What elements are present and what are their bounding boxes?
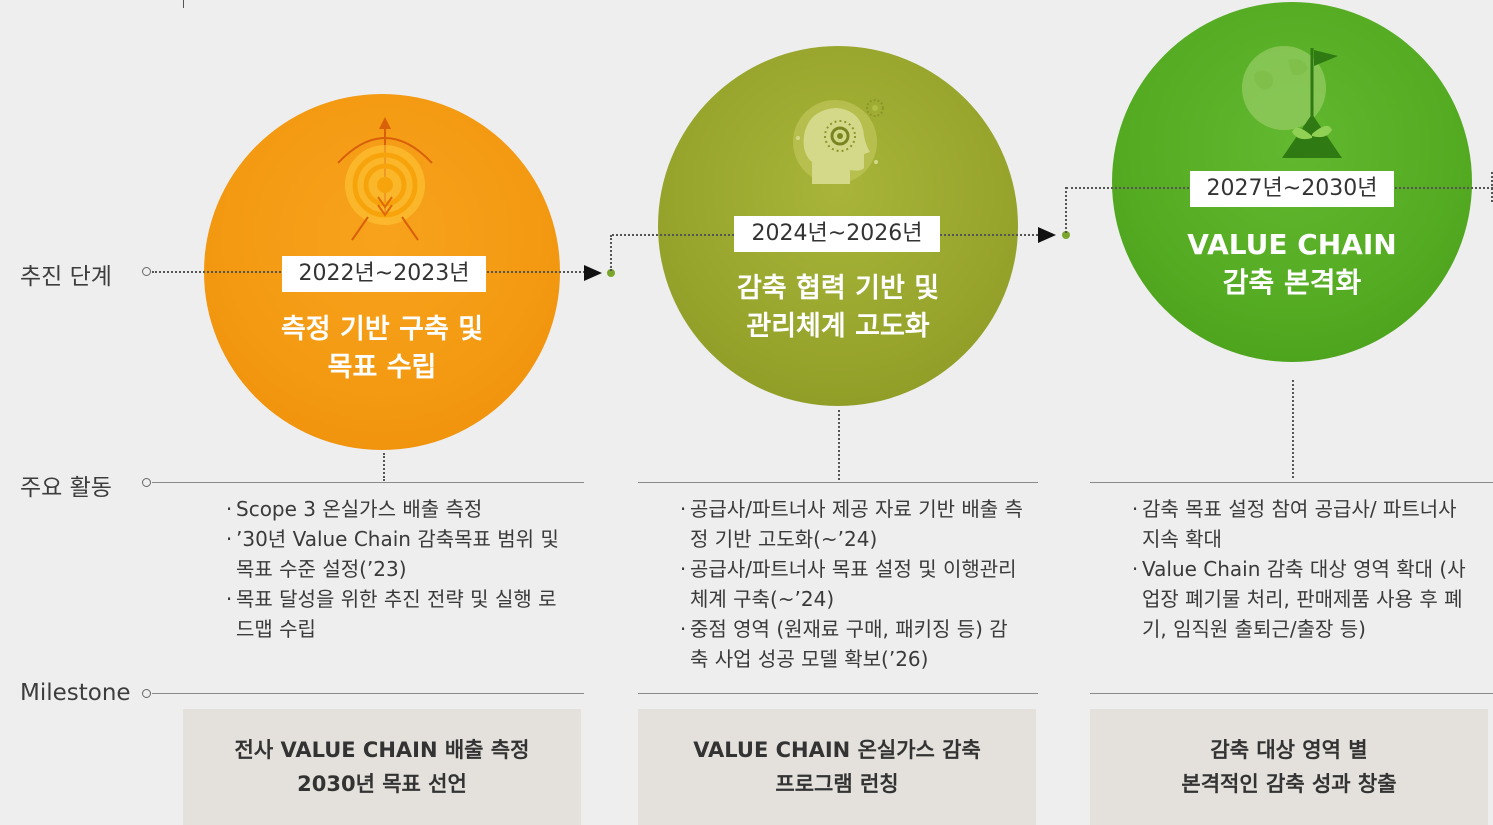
list-item: ’30년 Value Chain 감축목표 범위 및 목표 수준 설정(’23) [222,524,572,584]
phase-2-title-line1: 감축 협력 기반 및 [736,273,940,304]
phase-3-period: 2027년~2030년 [1190,171,1394,207]
phase-2-activities: 공급사/파트너사 제공 자료 기반 배출 측정 기반 고도화(~’24) 공급사… [676,494,1026,674]
list-item: Scope 3 온실가스 배출 측정 [222,494,572,524]
phase-1-milestone: 전사 VALUE CHAIN 배출 측정 2030년 목표 선언 [183,709,581,825]
phase-1-milestone-line1: 전사 VALUE CHAIN 배출 측정 [234,738,530,762]
phase-3-activities: 감축 목표 설정 참여 공급사/ 파트너사 지속 확대 Value Chain … [1128,494,1480,644]
phase-3-title: VALUE CHAIN 감축 본격화 [1112,226,1472,302]
phase-3-title-line2: 감축 본격화 [1222,266,1362,299]
earth-flag-sprout-icon [1242,46,1342,158]
stage-connector-3-down [1491,172,1493,202]
stage-arrow-2 [1038,227,1056,243]
row-label-milestone: Milestone [20,680,131,706]
phase-1-activities: Scope 3 온실가스 배출 측정 ’30년 Value Chain 감축목표… [222,494,572,644]
stage-connector-2-up [1065,187,1067,233]
connector-node [1062,231,1070,239]
list-item: 감축 목표 설정 참여 공급사/ 파트너사 지속 확대 [1128,494,1480,554]
milestone-row-line [638,693,1038,694]
phase-2-milestone: VALUE CHAIN 온실가스 감축 프로그램 런칭 [638,709,1036,825]
row-label-activities: 주요 활동 [20,475,112,501]
activities-row-line [1090,482,1493,483]
list-item: 중점 영역 (원재료 구매, 패키징 등) 감축 사업 성공 모델 확보(’26… [676,614,1026,674]
phase-2-activity-connector [838,410,840,480]
phase-1-period: 2022년~2023년 [282,256,486,292]
phase-3-milestone-line1: 감축 대상 영역 별 [1210,738,1368,762]
phase-2-period: 2024년~2026년 [734,216,940,252]
activities-row-line [152,482,584,483]
phase-3-activity-connector [1292,380,1294,478]
milestone-row-dot [142,689,151,698]
list-item: 공급사/파트너사 목표 설정 및 이행관리 체계 구축(~’24) [676,554,1026,614]
phase-2-title-line2: 관리체계 고도화 [746,311,930,342]
phase-2-milestone-line2: 프로그램 런칭 [775,772,899,796]
target-arrow-icon [337,117,433,241]
phase-1-title-line2: 목표 수립 [327,352,437,383]
stage-arrow-1 [584,265,602,281]
phase-1-title: 측정 기반 구축 및 목표 수립 [204,311,560,387]
activities-row-line [638,482,1038,483]
phase-1-activity-connector [383,453,385,481]
phase-2-title: 감축 협력 기반 및 관리체계 고도화 [658,270,1018,346]
list-item: 공급사/파트너사 제공 자료 기반 배출 측정 기반 고도화(~’24) [676,494,1026,554]
row-label-stage: 추진 단계 [20,264,112,290]
phase-1-title-line1: 측정 기반 구축 및 [280,314,484,345]
phase-3-title-line1: VALUE CHAIN [1187,228,1397,261]
phase-2-milestone-line1: VALUE CHAIN 온실가스 감축 [693,738,981,762]
phase-1-milestone-line2: 2030년 목표 선언 [297,772,467,796]
stage-connector-1-up [610,235,612,271]
top-divider-tick [183,0,184,8]
connector-node [607,269,615,277]
list-item: 목표 달성을 위한 추진 전략 및 실행 로드맵 수립 [222,584,572,644]
head-gear-icon [793,99,884,184]
stage-row-dot [142,267,151,276]
activities-row-dot [142,478,151,487]
phase-3-milestone-line2: 본격적인 감축 성과 창출 [1181,772,1397,796]
list-item: Value Chain 감축 대상 영역 확대 (사업장 폐기물 처리, 판매제… [1128,554,1480,644]
milestone-row-line [152,693,584,694]
phase-3-milestone: 감축 대상 영역 별 본격적인 감축 성과 창출 [1090,709,1488,825]
milestone-row-line [1090,693,1493,694]
